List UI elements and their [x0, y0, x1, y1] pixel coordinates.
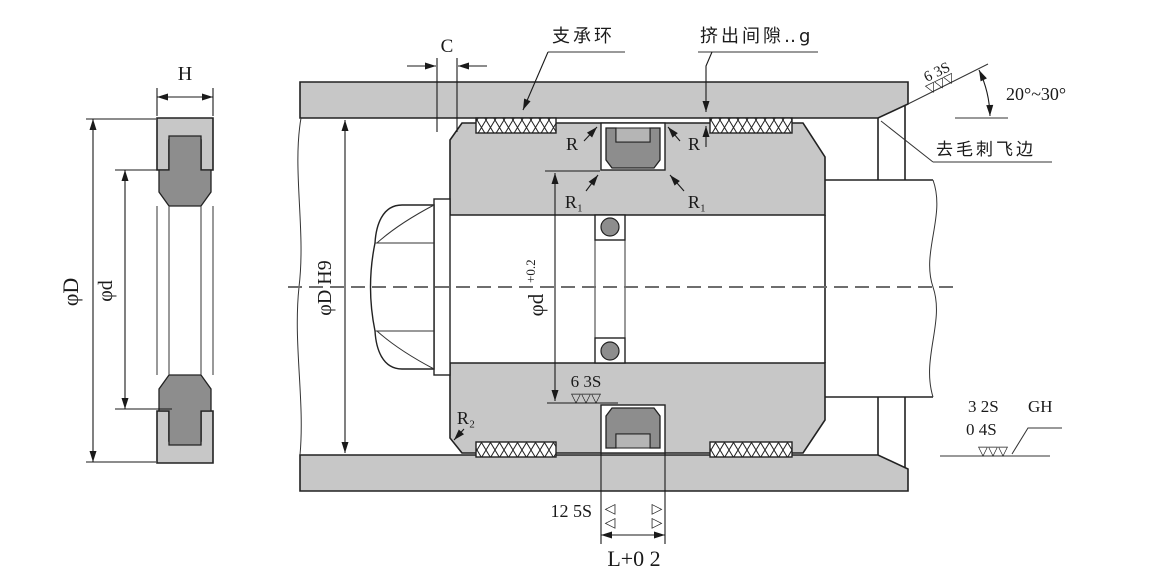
c-extension-lines: [436, 58, 458, 132]
chamfer-finish-group: ▽▽▽ 6 3S: [922, 60, 958, 98]
finish-groove-root: 6 3S: [571, 372, 602, 391]
label-phid-main-group: φd +0.2: [523, 259, 548, 316]
r2-arrow: [453, 428, 465, 441]
extrusion-gap-leader: [702, 51, 713, 112]
finish-tri-right-2: ▷: [652, 515, 663, 531]
finish-tri-right-1: ▷: [652, 501, 663, 517]
label-r1-right: R₁: [688, 192, 706, 212]
main-seal-top: [600, 122, 666, 171]
label-phid-tolerance: +0.2: [523, 259, 538, 283]
finish-rod-1b: GH: [1028, 397, 1053, 416]
phid-extension-lines: [115, 169, 172, 410]
r-arrow-left: [583, 126, 598, 142]
h-extension-lines: [156, 88, 214, 116]
finish-rod-1a: 3 2S: [968, 397, 999, 416]
finish-groove-side: 12 5S: [550, 501, 592, 521]
finish-marks-groove-root: ▽▽▽: [571, 391, 601, 406]
oring-channel-lines: [594, 240, 626, 338]
label-extrusion-gap: 挤出间隙‥g: [700, 26, 813, 47]
support-ring-top-left: [475, 117, 557, 134]
finish-rod-2: 0 4S: [966, 420, 997, 439]
label-phiD: φD: [58, 278, 83, 307]
l-extension-lines: [600, 453, 666, 544]
chamfer-extension-line: [907, 63, 989, 105]
main-view-assembly: [288, 63, 1050, 492]
label-r-right: R: [688, 134, 700, 154]
label-c: C: [441, 36, 454, 57]
left-view-seal-section: H φD φd: [58, 63, 214, 464]
gland-bore-faces: [877, 106, 906, 468]
label-phiD-h9: φD H9: [314, 260, 336, 315]
r1-arrow-left: [585, 174, 599, 192]
angle-arc: [978, 69, 994, 117]
label-r1-left: R₁: [565, 192, 583, 212]
support-ring-bottom-right: [709, 441, 793, 458]
finish-marks-rod: ▽▽▽: [978, 444, 1008, 459]
seal-cap-top: [615, 127, 651, 143]
rod-break-line: [929, 179, 938, 398]
label-l: L+0 2: [607, 546, 660, 571]
label-r2: R₂: [457, 408, 475, 428]
annotations: C φD H9 φd +0.2 ▽▽▽ 6 3S R R R₁ R₁ R₂ 支承…: [314, 26, 1066, 571]
label-angle: 20°~30°: [1006, 84, 1066, 104]
cylinder-wall-bottom: [299, 454, 909, 492]
label-deburr: 去毛刺飞边: [936, 140, 1036, 160]
support-ring-leader: [522, 51, 549, 111]
oring-top: [600, 217, 620, 237]
phid-groove-extension-lines: [545, 170, 618, 404]
label-phid-main: φd: [524, 293, 548, 316]
support-ring-bottom-left: [475, 441, 557, 458]
support-ring-top-right: [709, 117, 793, 134]
label-phid: φd: [95, 280, 117, 302]
bolt-facet-arcs: [376, 204, 435, 370]
main-seal-bottom: [600, 404, 666, 454]
deburr-leader: [880, 120, 934, 163]
r-arrow-right: [667, 126, 681, 142]
seal-ring-edges: [156, 206, 214, 375]
finish-tri-left-1: ◁: [605, 501, 616, 517]
label-r-left: R: [566, 134, 578, 154]
finish-tri-left-2: ◁: [605, 515, 616, 531]
cylinder-wall-top: [299, 81, 909, 119]
label-h: H: [178, 63, 192, 85]
rod-finish-leader: [1011, 427, 1062, 455]
label-support-ring: 支承环: [552, 26, 615, 47]
seal-cap-bottom: [615, 433, 651, 449]
phiD-extension-lines: [86, 118, 156, 463]
r1-arrow-right: [669, 174, 685, 192]
bolt-facet-lines: [375, 242, 434, 332]
oring-bottom: [600, 341, 620, 361]
rod-outline: [824, 179, 933, 398]
static-oring-joint: [594, 214, 626, 364]
